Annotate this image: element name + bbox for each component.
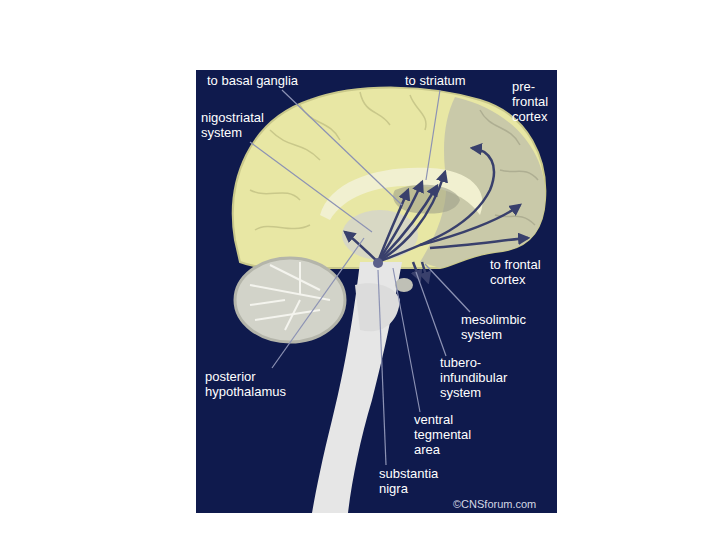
- structure-label: pre- frontal cortex: [512, 80, 556, 125]
- cerebrum: [233, 88, 545, 270]
- leader-lines: [250, 90, 470, 465]
- frontal-gyri: [480, 110, 538, 225]
- panel-background: [196, 70, 557, 513]
- structure-label: to striatum: [405, 74, 515, 89]
- cerebellum-folia: [250, 262, 330, 330]
- copyright-note: ©CNSforum.com: [453, 498, 536, 511]
- structure-label: tubero- infundibular system: [440, 356, 524, 401]
- structure-label: to basal ganglia: [207, 74, 367, 89]
- structure-label: to frontal cortex: [490, 258, 554, 288]
- structure-label: mesolimbic system: [461, 313, 541, 343]
- cerebellum: [235, 258, 345, 342]
- pons: [355, 283, 400, 331]
- nucleus-dot: [373, 258, 383, 268]
- structure-label: nigostriatal system: [201, 111, 283, 141]
- structure-label: substantia nigra: [379, 467, 451, 497]
- structure-label: ventral tegmental area: [414, 413, 486, 458]
- structure-label: posterior hypothalamus: [205, 370, 305, 400]
